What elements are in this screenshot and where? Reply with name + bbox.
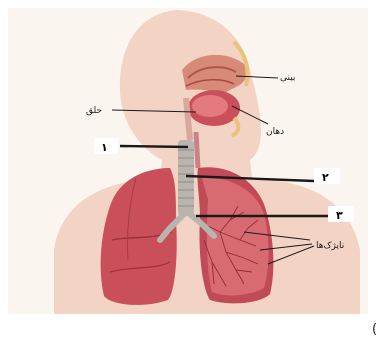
pharynx-label: حلق	[86, 106, 102, 116]
mouth-label: دهان	[266, 127, 284, 137]
marker1-label: ۱	[101, 141, 108, 154]
trailing-parenthesis: (	[372, 322, 377, 337]
marker3-label: ۳	[336, 209, 343, 222]
marker2-label: ۲	[322, 171, 329, 184]
nose-label: بینی	[280, 73, 295, 83]
esophagus	[196, 132, 198, 168]
bronchioles-label: نایژک‌ها	[316, 240, 344, 251]
trachea	[178, 140, 194, 216]
marker1-leader	[120, 146, 188, 147]
